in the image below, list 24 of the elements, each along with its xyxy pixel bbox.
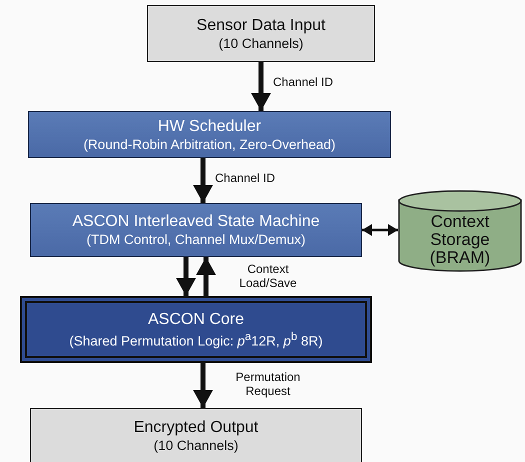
node-title: HW Scheduler <box>158 116 262 136</box>
node-subtitle: (BRAM) <box>428 249 492 267</box>
node-title: ASCON Core <box>148 310 244 329</box>
process-box <box>30 203 362 257</box>
process-box <box>28 111 391 158</box>
io-box <box>147 5 375 62</box>
node-title: ASCON Interleaved State Machine <box>72 212 320 231</box>
node-subtitle: (Round-Robin Arbitration, Zero-Overhead) <box>83 136 336 152</box>
core-box <box>20 296 372 363</box>
node-subtitle: (Shared Permutation Logic: p$^{a}$12R, p$^{b}$ 8R) <box>69 330 323 350</box>
node-title: Encrypted Output <box>134 418 258 437</box>
arrow <box>362 224 398 236</box>
io-box <box>30 408 362 462</box>
storage-cylinder <box>398 190 522 272</box>
node-title: Sensor Data Input <box>196 16 326 34</box>
node-subtitle: (10 Channels) <box>218 34 304 52</box>
arrow <box>176 257 196 296</box>
node-subtitle: (TDM Control, Channel Mux/Demux) <box>86 231 306 248</box>
node-title: Context Storage <box>429 213 491 249</box>
arrow <box>251 62 271 111</box>
node-subtitle: (10 Channels) <box>154 437 238 454</box>
arrow <box>193 363 213 408</box>
arrow <box>196 257 216 296</box>
arrow <box>193 158 213 203</box>
